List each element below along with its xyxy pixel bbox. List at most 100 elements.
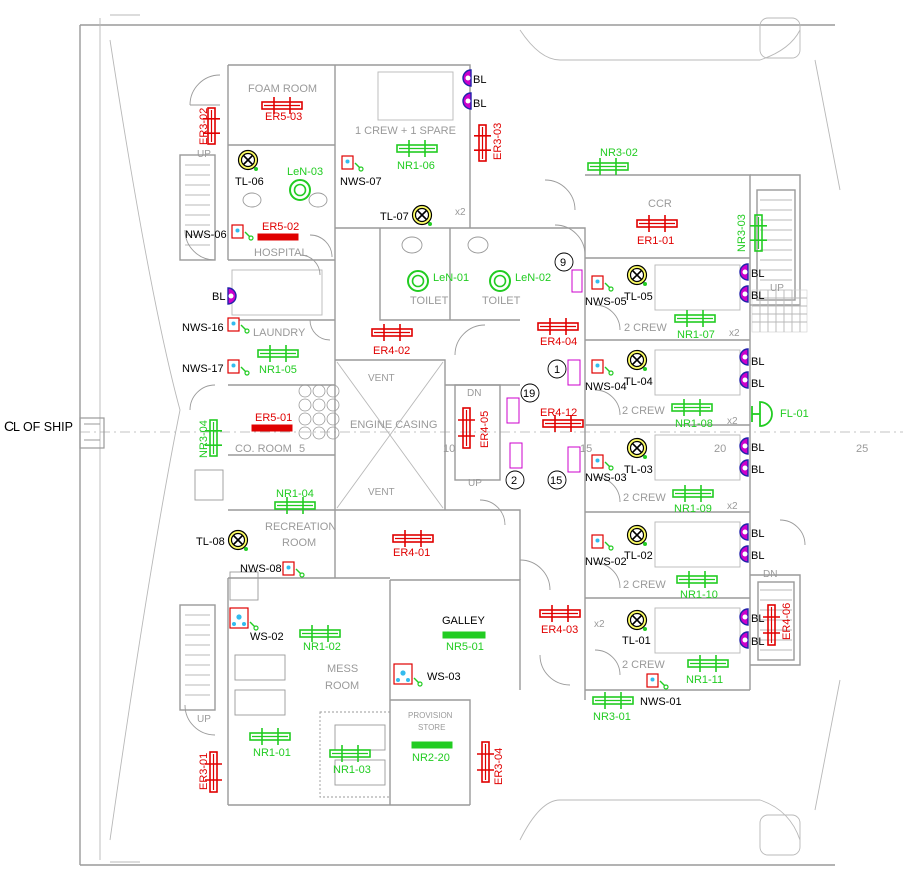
label-TL-08: TL-08 [196,536,225,548]
TL-05-light [626,264,648,286]
label-BL-3: BL [212,291,225,303]
frame-20: 20 [714,443,726,455]
NR1-08-fixture [671,399,713,416]
NR3-01-fixture [592,692,634,709]
NR1-01-fixture [249,728,291,745]
label-TL-07: TL-07 [380,211,409,223]
BL-light-3 [227,287,237,305]
x2-label-5: x2 [594,619,605,630]
BL-light-r10 [739,631,749,649]
ER4-12-fixture [542,415,584,432]
label-NR1-07: NR1-07 [677,329,715,341]
crew-cabin-4-label: 2 CREW [623,579,666,591]
frame-5: 5 [299,443,305,455]
ship-centerline [79,417,903,449]
label-NR1-06: NR1-06 [397,160,435,172]
recreation-label-2: ROOM [282,537,316,549]
label-NR2-20: NR2-20 [412,752,450,764]
label-NWS-08: NWS-08 [240,563,282,575]
label-BL-12: BL [751,613,764,625]
label-TL-04: TL-04 [624,376,653,388]
label-LeN-03: LeN-03 [287,166,323,178]
centerline-symbol: C [4,418,14,434]
label-NR1-11: NR1-11 [686,674,723,686]
label-BL-1: BL [473,74,486,86]
label-NR3-01: NR3-01 [593,711,631,723]
label-TL-05: TL-05 [624,291,653,303]
label-NR1-09: NR1-09 [674,503,712,515]
label-NR1-05: NR1-05 [259,364,297,376]
label-NWS-16: NWS-16 [182,322,224,334]
label-TL-01: TL-01 [622,635,651,647]
LeN-02-light [489,270,511,292]
label-NR1-08: NR1-08 [675,418,713,430]
stair-up-label-4: UP [770,283,784,294]
provision-label: PROVISION [408,711,453,720]
stair-dn-label-2: DN [763,569,777,580]
label-ER4-06: ER4-06 [781,603,793,640]
stair-up-label-1: UP [197,149,211,160]
recreation-label: RECREATION [265,521,336,533]
label-ER4-05: ER4-05 [479,411,491,448]
vent-label-1: VENT [368,373,395,384]
NR1-05-fixture [257,345,299,362]
frame-25: 25 [856,443,868,455]
callout-1: 1 [554,364,560,376]
x2-label-3: x2 [727,416,738,427]
BL-light-r6 [739,459,749,477]
label-BL-5: BL [751,290,764,302]
ER4-02-fixture [371,324,413,341]
stair-up-label-3: UP [468,478,482,489]
door-swings [184,74,806,736]
crew-cabin-5-label: 2 CREW [622,659,665,671]
crew-spare-label: 1 CREW + 1 SPARE [355,125,456,137]
NWS-07-station [341,155,364,172]
mess-label: MESS [327,663,358,675]
NR5-01-fixture [442,631,486,639]
label-NR3-04: NR3-04 [198,420,210,458]
label-NR1-04: NR1-04 [276,488,314,500]
label-NR1-10: NR1-10 [680,589,718,601]
label-NWS-01: NWS-01 [640,696,682,708]
BL-light-2 [462,92,472,110]
label-ER3-02: ER3-02 [198,108,210,145]
label-BL-13: BL [751,636,764,648]
stair-up-label-2: UP [197,714,211,725]
NR3-02-fixture [587,158,629,175]
BL-light-r8 [739,545,749,563]
label-NWS-05: NWS-05 [585,296,627,308]
LeN-03-light [289,179,311,201]
ER3-04-fixture [477,741,494,783]
WS-03-station [393,663,423,687]
label-ER4-01: ER4-01 [393,547,430,559]
label-NWS-07: NWS-07 [340,176,382,188]
NR1-11-fixture [687,655,729,672]
laundry-label: LAUNDRY [253,327,306,339]
label-BL-9: BL [751,464,764,476]
BL-light-r3 [739,348,749,366]
label-NWS-02: NWS-02 [585,556,627,568]
NR1-09-fixture [672,485,714,502]
vent-label-2: VENT [368,487,395,498]
NWS-01-station [646,673,669,690]
ER3-01-fixture [205,751,222,793]
NR3-03-fixture [750,214,767,252]
ER3-03-fixture [474,124,491,162]
NWS-16-station [227,317,250,334]
label-NWS-04: NWS-04 [585,381,627,393]
label-BL-7: BL [751,378,764,390]
hospital-label: HOSPITAL [254,247,308,259]
foam-room-label: FOAM ROOM [248,83,317,95]
normal-fixture-labels: NR1-06 NR3-02 NR3-03 NR1-07 NR1-05 NR1-0… [198,147,809,776]
x2-label-2: x2 [729,328,740,339]
label-NR5-01: NR5-01 [446,641,484,653]
ER4-01-fixture [392,530,434,547]
label-BL-8: BL [751,442,764,454]
BL-light-r9 [739,608,749,626]
label-TL-06: TL-06 [235,176,264,188]
centerline-label: L OF SHIP [13,420,73,434]
provision-label-2: STORE [418,723,445,732]
hull-outline [79,14,841,866]
crew-cabin-2-label: 2 CREW [622,405,665,417]
label-LeN-02: LeN-02 [515,272,551,284]
